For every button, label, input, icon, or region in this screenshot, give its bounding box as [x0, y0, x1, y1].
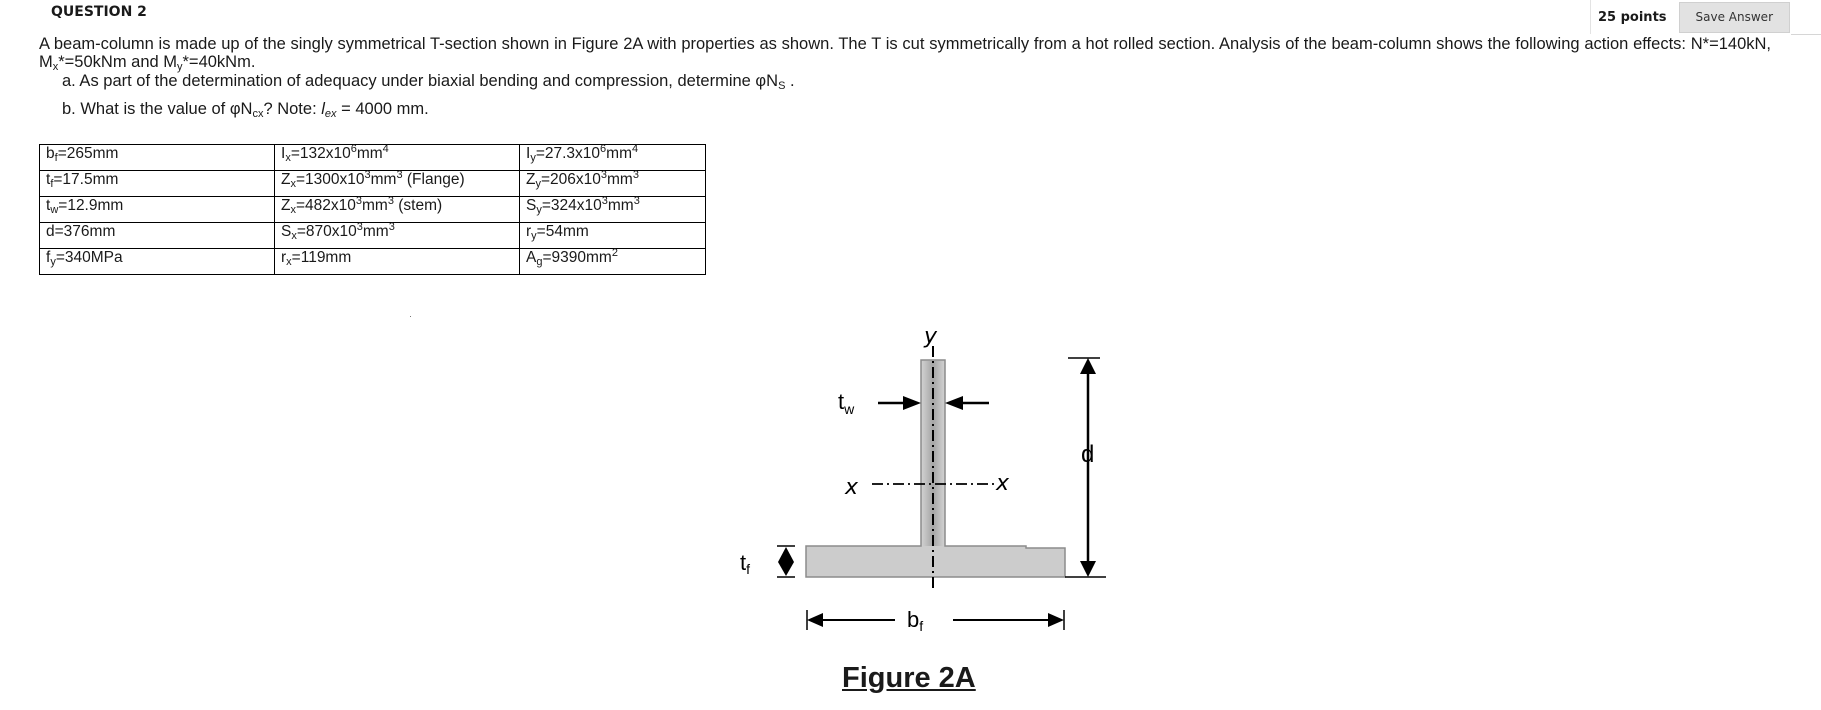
d-arrow-bottom: [1080, 561, 1096, 577]
table-cell: fy=340MPa: [39, 248, 275, 275]
table-cell: Zx=482x103mm3 (stem): [274, 196, 520, 223]
table-cell: d=376mm: [39, 222, 275, 249]
save-answer-button[interactable]: Save Answer: [1678, 1, 1790, 33]
tf-label: tf: [740, 550, 750, 577]
bf-arrow-right: [1048, 613, 1064, 627]
table-cell: Ix=132x106mm4: [274, 144, 520, 171]
d-label: d: [1081, 441, 1094, 468]
question-header-actions: 25 points Save Answer: [1590, 0, 1790, 34]
table-cell: rx=119mm: [274, 248, 520, 275]
t-section-figure: y x x tw d tf bf: [740, 324, 1106, 634]
table-cell: Sx=870x103mm3: [274, 222, 520, 249]
question-title: QUESTION 2: [51, 4, 147, 20]
tw-arrow-right-head: [945, 396, 963, 410]
table-cell: Zy=206x103mm3: [519, 170, 706, 197]
table-cell: Sy=324x103mm3: [519, 196, 706, 223]
d-arrow-top: [1080, 358, 1096, 374]
statement-line-2: Mx*=50kNm and My*=40kNm.: [39, 53, 256, 73]
part-b-text: b. What is the value of φNcx? Note: lex …: [62, 100, 429, 120]
tw-label: tw: [838, 389, 855, 417]
stray-dot: [410, 316, 411, 317]
part-a-text: a. As part of the determination of adequ…: [62, 72, 795, 92]
table-cell: Ag=9390mm2: [519, 248, 706, 275]
table-cell: ry=54mm: [519, 222, 706, 249]
x-axis-label-right: x: [995, 471, 1010, 496]
points-label: 25 points: [1598, 9, 1667, 25]
tf-arrows: [778, 547, 794, 576]
table-cell: bf=265mm: [39, 144, 275, 171]
figure-caption: Figure 2A: [842, 662, 976, 694]
table-cell: tw=12.9mm: [39, 196, 275, 223]
bf-label: bf: [907, 607, 923, 634]
header-divider: [1791, 34, 1821, 35]
table-cell: Iy=27.3x106mm4: [519, 144, 706, 171]
bf-arrow-left: [807, 613, 823, 627]
table-cell: Zx=1300x103mm3 (Flange): [274, 170, 520, 197]
x-axis-label-left: x: [844, 475, 859, 500]
y-axis-label: y: [923, 324, 938, 349]
question-statement: A beam-column is made up of the singly s…: [39, 35, 1771, 73]
tw-arrow-left-head: [903, 396, 921, 410]
table-cell: tf=17.5mm: [39, 170, 275, 197]
statement-line-1: A beam-column is made up of the singly s…: [39, 35, 1771, 53]
